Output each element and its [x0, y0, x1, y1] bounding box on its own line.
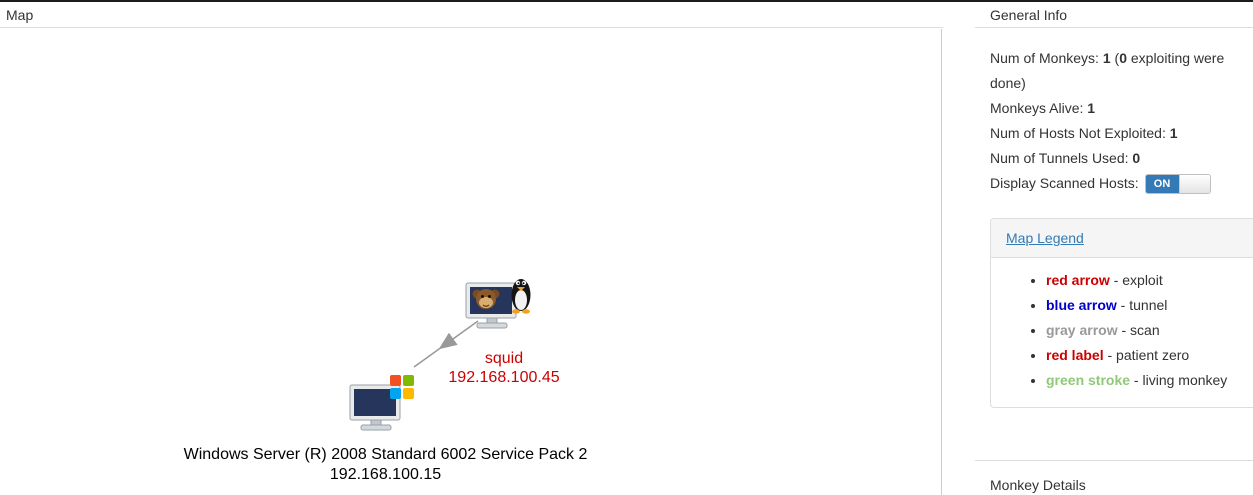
stat-value: 0: [1132, 150, 1141, 166]
legend-desc: - tunnel: [1116, 297, 1168, 313]
legend-desc: - living monkey: [1130, 372, 1228, 388]
node-ip: 192.168.100.45: [448, 369, 560, 386]
map-node-windows[interactable]: [346, 375, 416, 439]
network-map-canvas[interactable]: squid 192.168.100.45 Windows Server (R) …: [0, 29, 942, 495]
toggle-knob: [1178, 175, 1210, 194]
stat-tunnels-used: Num of Tunnels Used: 0: [990, 146, 1253, 171]
legend-term: red arrow: [1046, 272, 1110, 288]
legend-term: gray arrow: [1046, 322, 1118, 338]
legend-desc: - exploit: [1109, 272, 1163, 288]
legend-term: red label: [1046, 347, 1104, 363]
navbar-bottom-edge: [0, 0, 1253, 2]
general-info-panel: General Info Num of Monkeys: 1 (0 exploi…: [975, 2, 1253, 495]
display-scanned-hosts-toggle[interactable]: ON: [1144, 174, 1211, 195]
monkey-details-panel: Monkey Details: [975, 460, 1253, 495]
toggle-on-label: ON: [1145, 175, 1179, 194]
stat-label: Num of Tunnels Used:: [990, 150, 1133, 166]
map-panel-title: Map: [0, 2, 943, 28]
map-legend-title-link[interactable]: Map Legend: [1006, 230, 1084, 246]
stat-paren-rest: exploiting were done): [990, 50, 1225, 91]
legend-item-exploit: red arrow - exploit: [1046, 268, 1253, 293]
windows-logo-icon: [390, 375, 414, 399]
stat-value: 1: [1087, 100, 1096, 116]
legend-item-living-monkey: green stroke - living monkey: [1046, 368, 1253, 393]
legend-item-tunnel: blue arrow - tunnel: [1046, 293, 1253, 318]
stat-label: Monkeys Alive:: [990, 100, 1088, 116]
stat-hosts-not-exploited: Num of Hosts Not Exploited: 1: [990, 121, 1253, 146]
node-hostname: Windows Server (R) 2008 Standard 6002 Se…: [183, 446, 588, 463]
map-panel: Map: [0, 2, 943, 495]
legend-desc: - patient zero: [1103, 347, 1190, 363]
map-legend-body: red arrow - exploit blue arrow - tunnel …: [991, 268, 1253, 393]
stat-label: Num of Hosts Not Exploited:: [990, 125, 1170, 141]
node-ip: 192.168.100.15: [329, 466, 442, 483]
stat-label: Display Scanned Hosts:: [990, 175, 1143, 191]
node-label-monkey: squid 192.168.100.45: [437, 349, 571, 387]
legend-term: blue arrow: [1046, 297, 1117, 313]
legend-item-scan: gray arrow - scan: [1046, 318, 1253, 343]
stat-num-of-monkeys: Num of Monkeys: 1 (0 exploiting were don…: [990, 46, 1253, 96]
node-label-windows: Windows Server (R) 2008 Standard 6002 Se…: [143, 445, 628, 485]
stat-value: 1: [1102, 50, 1111, 66]
stat-paren: (: [1110, 50, 1120, 66]
legend-item-patient-zero: red label - patient zero: [1046, 343, 1253, 368]
stat-exploiting-value: 0: [1119, 50, 1127, 66]
scan-arrow: [413, 320, 479, 368]
stat-value: 1: [1169, 125, 1178, 141]
stat-label: Num of Monkeys:: [990, 50, 1103, 66]
map-edges-layer: [413, 320, 479, 368]
map-legend-box: Map Legend red arrow - exploit blue arro…: [990, 218, 1253, 408]
legend-desc: - scan: [1117, 322, 1160, 338]
monkey-details-title: Monkey Details: [990, 477, 1086, 493]
map-node-monkey[interactable]: [462, 271, 532, 339]
stat-display-scanned-hosts: Display Scanned Hosts: ON: [990, 171, 1253, 196]
node-hostname: squid: [484, 350, 524, 367]
general-info-stats: Num of Monkeys: 1 (0 exploiting were don…: [990, 46, 1253, 196]
map-legend-header: Map Legend: [991, 219, 1253, 258]
general-info-title: General Info: [975, 2, 1253, 28]
windows-host-icon: [349, 375, 414, 431]
stat-monkeys-alive: Monkeys Alive: 1: [990, 96, 1253, 121]
legend-term: green stroke: [1046, 372, 1131, 388]
monkey-linux-host-icon: [465, 279, 531, 329]
